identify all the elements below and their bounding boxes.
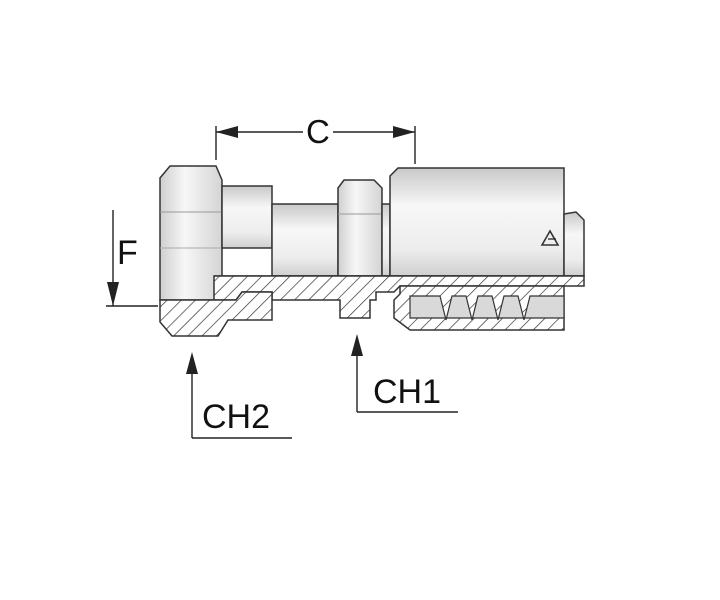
- stem: [271, 203, 339, 277]
- dimension-c-label: C: [303, 115, 333, 148]
- ferrule-body: [389, 167, 565, 277]
- ferrule-end: [563, 211, 585, 277]
- leader-ch2: [186, 352, 292, 439]
- hex-ch1-label: CH1: [373, 373, 442, 411]
- hex-ch2-label: CH2: [202, 398, 271, 436]
- manufacturer-logo: [540, 229, 560, 246]
- leader-ch1: [351, 334, 458, 413]
- nut-upper: [159, 165, 223, 301]
- fitting-exterior: [159, 165, 585, 301]
- dimension-f: [106, 210, 158, 307]
- nut-section: [159, 291, 273, 337]
- collar: [381, 203, 391, 277]
- nut-neck: [221, 185, 273, 249]
- ferrule-serrations: [409, 295, 565, 321]
- hex-upper: [337, 179, 383, 277]
- dimension-f-label: F: [117, 234, 138, 272]
- fitting-section: [159, 275, 585, 337]
- dimension-c: [215, 126, 416, 164]
